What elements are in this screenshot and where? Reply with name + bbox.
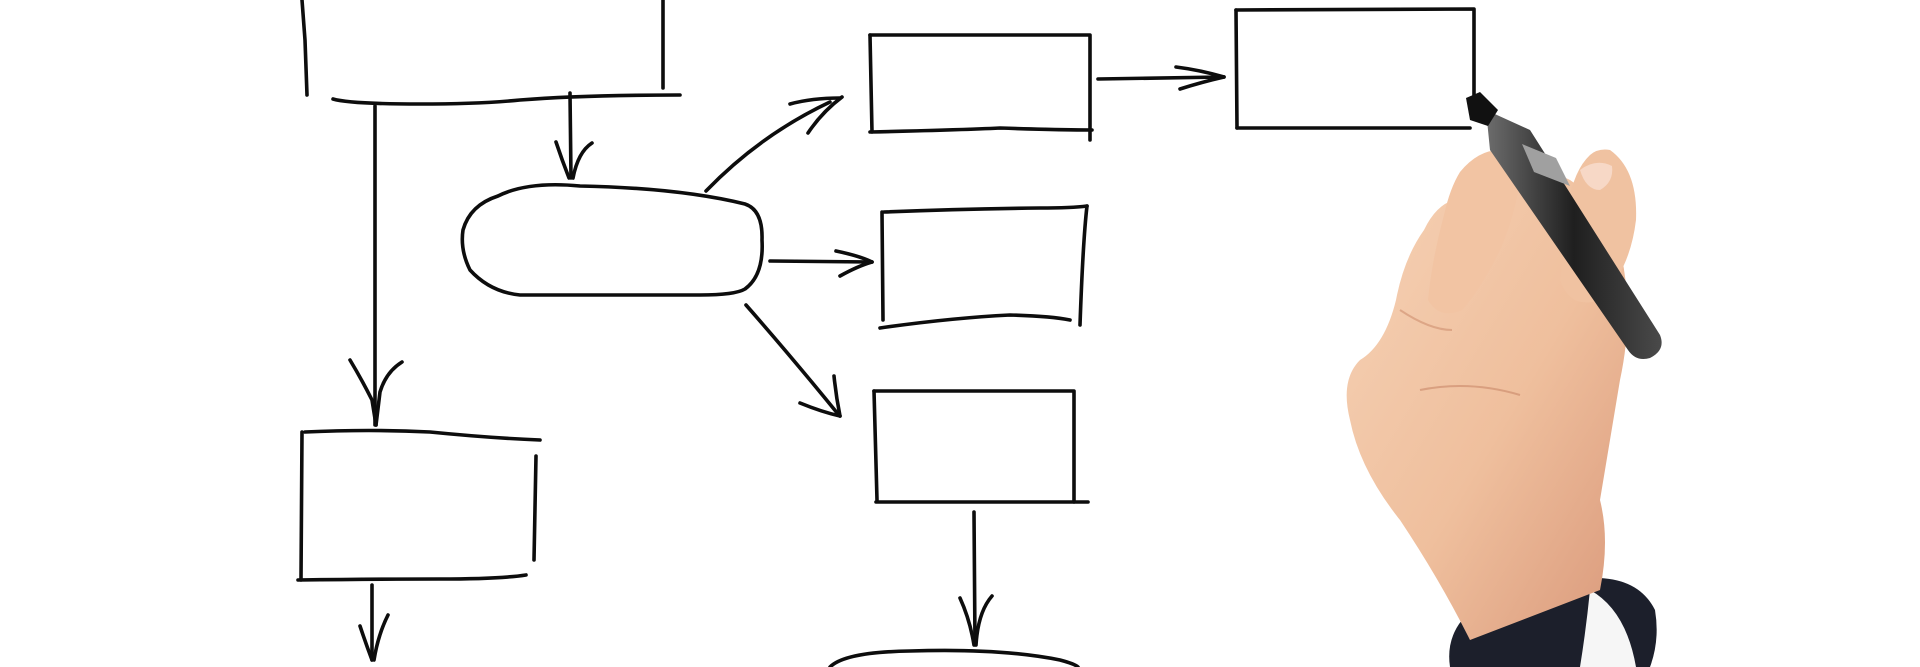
rounded-node-bottom (828, 648, 1080, 667)
arrow-node-to-middle-box (768, 249, 874, 278)
arrow-left-down (348, 104, 404, 427)
rounded-node-center (460, 182, 764, 297)
box-middle (878, 204, 1089, 330)
arrow-lower-box-down (958, 510, 994, 647)
arrow-top-middle-to-right (1096, 65, 1226, 91)
arrow-node-to-top-box (704, 95, 844, 193)
arrow-node-to-lower-box (744, 303, 842, 418)
box-top-left (300, 0, 682, 106)
box-top-right (1234, 7, 1476, 130)
box-lower (872, 389, 1090, 504)
box-lower-left (296, 428, 542, 582)
box-top-middle (868, 33, 1094, 142)
arrow-lower-left-down (358, 583, 390, 662)
hand-with-marker (1346, 92, 1662, 667)
arrow-top-to-ellipse (554, 91, 594, 180)
